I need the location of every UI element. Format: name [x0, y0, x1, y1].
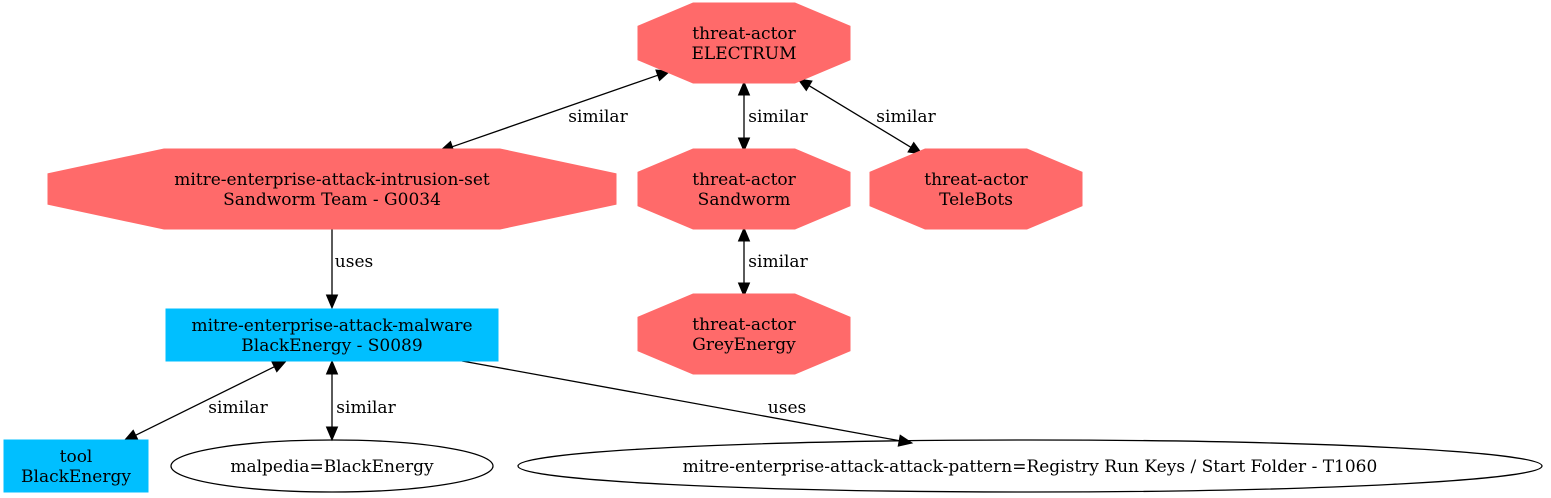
- edge-label: similar: [748, 252, 808, 272]
- octagon-shape: [869, 148, 1083, 230]
- edge-label: similar: [208, 398, 268, 418]
- node-type-label: threat-actor: [692, 315, 796, 335]
- node-type-label: threat-actor: [692, 24, 796, 44]
- edge-label: uses: [335, 252, 373, 272]
- node-name-label: malpedia=BlackEnergy: [230, 457, 434, 477]
- ellipse-shape: [517, 439, 1543, 493]
- node-name-label: ELECTRUM: [692, 44, 797, 64]
- node-name-label: BlackEnergy - S0089: [241, 336, 422, 356]
- node-type-label: tool: [60, 447, 93, 467]
- edge-electrum-to-sandworm[interactable]: similar: [737, 80, 809, 153]
- node-name-label: GreyEnergy: [692, 335, 796, 355]
- arrowhead-icon: [737, 226, 751, 242]
- edge-line: [807, 84, 913, 149]
- edge-label: similar: [568, 107, 628, 127]
- arrowhead-icon: [796, 78, 813, 92]
- box-shape: [3, 439, 149, 493]
- edge-electrum-to-sandworm-team[interactable]: similar: [438, 69, 672, 153]
- arrowhead-icon: [271, 360, 288, 373]
- arrowhead-icon: [737, 80, 751, 96]
- octagon-shape: [637, 148, 851, 230]
- node-sandworm-team[interactable]: mitre-enterprise-attack-intrusion-setSan…: [47, 148, 617, 230]
- edge-line: [134, 365, 276, 437]
- arrowhead-icon: [737, 282, 751, 298]
- edge-electrum-to-telebots[interactable]: similar: [796, 78, 937, 155]
- node-name-label: Sandworm: [698, 190, 791, 210]
- node-blackenergy-malware[interactable]: mitre-enterprise-attack-malwareBlackEner…: [165, 308, 499, 362]
- edge-line: [461, 360, 901, 442]
- edge-blackenergy-malware-to-blackenergy-tool[interactable]: similar: [122, 360, 288, 442]
- octagon-shape: [637, 293, 851, 375]
- node-attack-pattern[interactable]: mitre-enterprise-attack-attack-pattern=R…: [517, 439, 1543, 493]
- edge-label: similar: [748, 107, 808, 127]
- node-name-label: mitre-enterprise-attack-attack-pattern=R…: [683, 457, 1378, 477]
- octagon-shape: [637, 2, 851, 84]
- nodes-layer: threat-actorELECTRUMmitre-enterprise-att…: [3, 2, 1543, 493]
- node-type-label: threat-actor: [924, 170, 1028, 190]
- edge-label: uses: [768, 398, 806, 418]
- octagon-shape: [47, 148, 617, 230]
- arrowhead-icon: [325, 294, 339, 310]
- box-shape: [165, 308, 499, 362]
- edge-blackenergy-malware-to-attack-pattern[interactable]: uses: [461, 360, 914, 447]
- arrowhead-icon: [737, 137, 751, 153]
- node-type-label: mitre-enterprise-attack-intrusion-set: [174, 170, 490, 190]
- node-name-label: Sandworm Team - G0034: [223, 190, 441, 210]
- node-type-label: threat-actor: [692, 170, 796, 190]
- arrowhead-icon: [122, 429, 139, 442]
- edge-blackenergy-malware-to-malpedia[interactable]: similar: [325, 359, 397, 442]
- arrowhead-icon: [325, 426, 339, 442]
- arrowhead-icon: [325, 359, 339, 375]
- ellipse-shape: [170, 439, 494, 493]
- edge-sandworm-to-greyenergy[interactable]: similar: [737, 226, 809, 298]
- edges-layer: similar similar similar similar uses similar s…: [122, 69, 937, 447]
- edge-line: [451, 74, 659, 148]
- node-name-label: TeleBots: [939, 190, 1013, 210]
- node-type-label: mitre-enterprise-attack-malware: [191, 316, 472, 336]
- edge-label: similar: [876, 107, 936, 127]
- edge-sandworm-team-to-blackenergy-malware[interactable]: uses: [325, 229, 374, 310]
- node-malpedia[interactable]: malpedia=BlackEnergy: [170, 439, 494, 493]
- edge-label: similar: [336, 398, 396, 418]
- node-name-label: BlackEnergy: [21, 467, 131, 487]
